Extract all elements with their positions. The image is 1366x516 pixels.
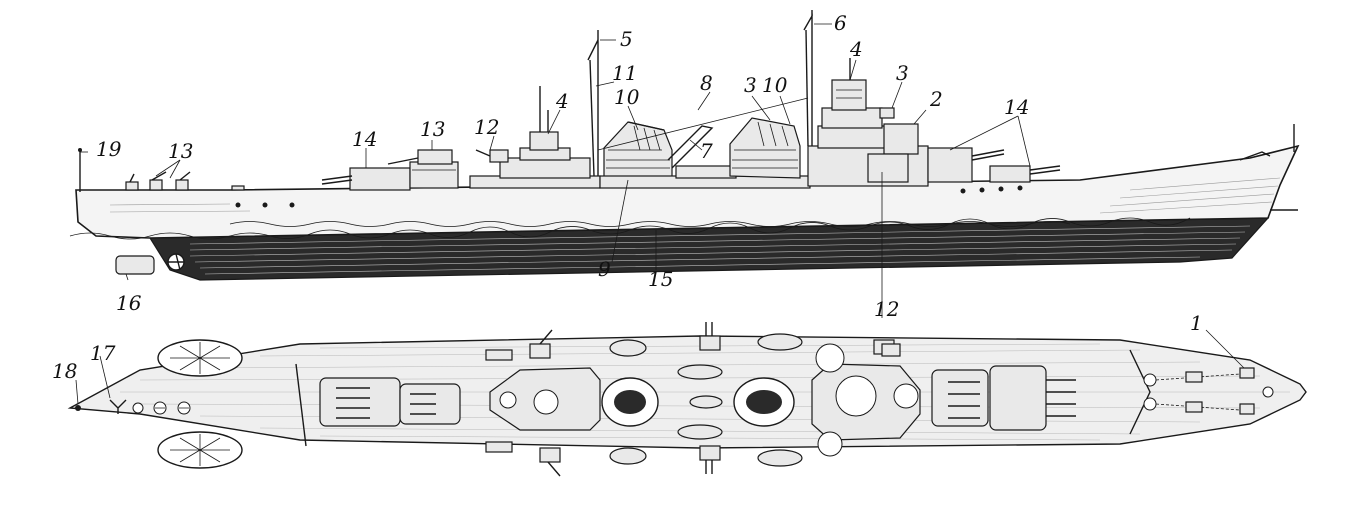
- forward-main-turrets: [927, 147, 1061, 183]
- plan-leader-lines: [75, 329, 1245, 405]
- plan-view: [67, 322, 1307, 477]
- callout-6: 6: [834, 11, 847, 35]
- callout-18: 18: [52, 359, 77, 383]
- stern-aa-guns: [125, 171, 245, 191]
- callout-1: 1: [1190, 311, 1203, 335]
- breakwater: [1129, 349, 1151, 435]
- after-superstructure-plan: [489, 367, 601, 431]
- callout-17: 17: [90, 341, 116, 365]
- callout-13-turret: 13: [420, 117, 445, 141]
- boats-plan: [609, 333, 803, 467]
- callout-4-fore: 4: [849, 37, 863, 61]
- forward-turrets-plan: [931, 365, 1076, 431]
- callout-14-fore: 14: [1004, 95, 1029, 119]
- waterline-2: [229, 221, 1071, 227]
- callout-13-stern: 13: [168, 139, 193, 163]
- callout-12-lower: 12: [874, 297, 899, 321]
- hull-shading-lines: [109, 177, 1281, 214]
- after-funnel: [603, 121, 673, 179]
- callout-3-bridge: 3: [896, 61, 909, 85]
- callout-labels: 1 2 3 3 4 4 5 6 7 8 9 10 10 11 12 12 13 …: [52, 11, 1203, 383]
- stern-fittings: [75, 399, 191, 415]
- callout-3-funnel: 3: [744, 73, 757, 97]
- callout-11: 11: [612, 61, 637, 85]
- callout-5: 5: [620, 27, 633, 51]
- callout-10-aft: 10: [614, 85, 640, 109]
- after-superstructure: [469, 86, 601, 189]
- waterline: [69, 217, 1191, 240]
- bridge-plan: [811, 343, 921, 457]
- foremast: [803, 10, 813, 147]
- side-leader-lines: [80, 23, 1031, 318]
- aircraft-crane: [667, 125, 714, 169]
- antenna-wire: [597, 97, 809, 151]
- after-main-turret: [321, 161, 459, 191]
- forward-funnel: [729, 117, 801, 179]
- callout-8: 8: [700, 71, 713, 95]
- side-elevation-view: [69, 10, 1300, 318]
- bow-fittings: [1239, 124, 1298, 211]
- callout-12-side: 12: [474, 115, 499, 139]
- callout-10-fore: 10: [762, 73, 788, 97]
- underwater-hull-hatching: [189, 225, 1251, 275]
- callout-2: 2: [929, 87, 943, 111]
- callout-16: 16: [116, 291, 142, 315]
- mainmast: [587, 30, 599, 177]
- callout-4-aft: 4: [555, 89, 569, 113]
- callout-9: 9: [598, 257, 611, 281]
- rudder: [115, 255, 155, 275]
- stern-reels: [157, 339, 243, 469]
- forward-superstructure: [807, 58, 929, 187]
- propeller: [167, 253, 185, 271]
- centerline-rails: [295, 363, 307, 447]
- after-turrets-plan: [319, 377, 461, 427]
- callout-15: 15: [648, 267, 673, 291]
- callout-14-aft: 14: [352, 127, 377, 151]
- bow-anchors-plan: [1143, 367, 1274, 415]
- funnels-plan: [601, 377, 795, 427]
- callout-7: 7: [700, 139, 713, 163]
- callout-19: 19: [96, 137, 122, 161]
- after-superfiring-turret: [387, 149, 453, 165]
